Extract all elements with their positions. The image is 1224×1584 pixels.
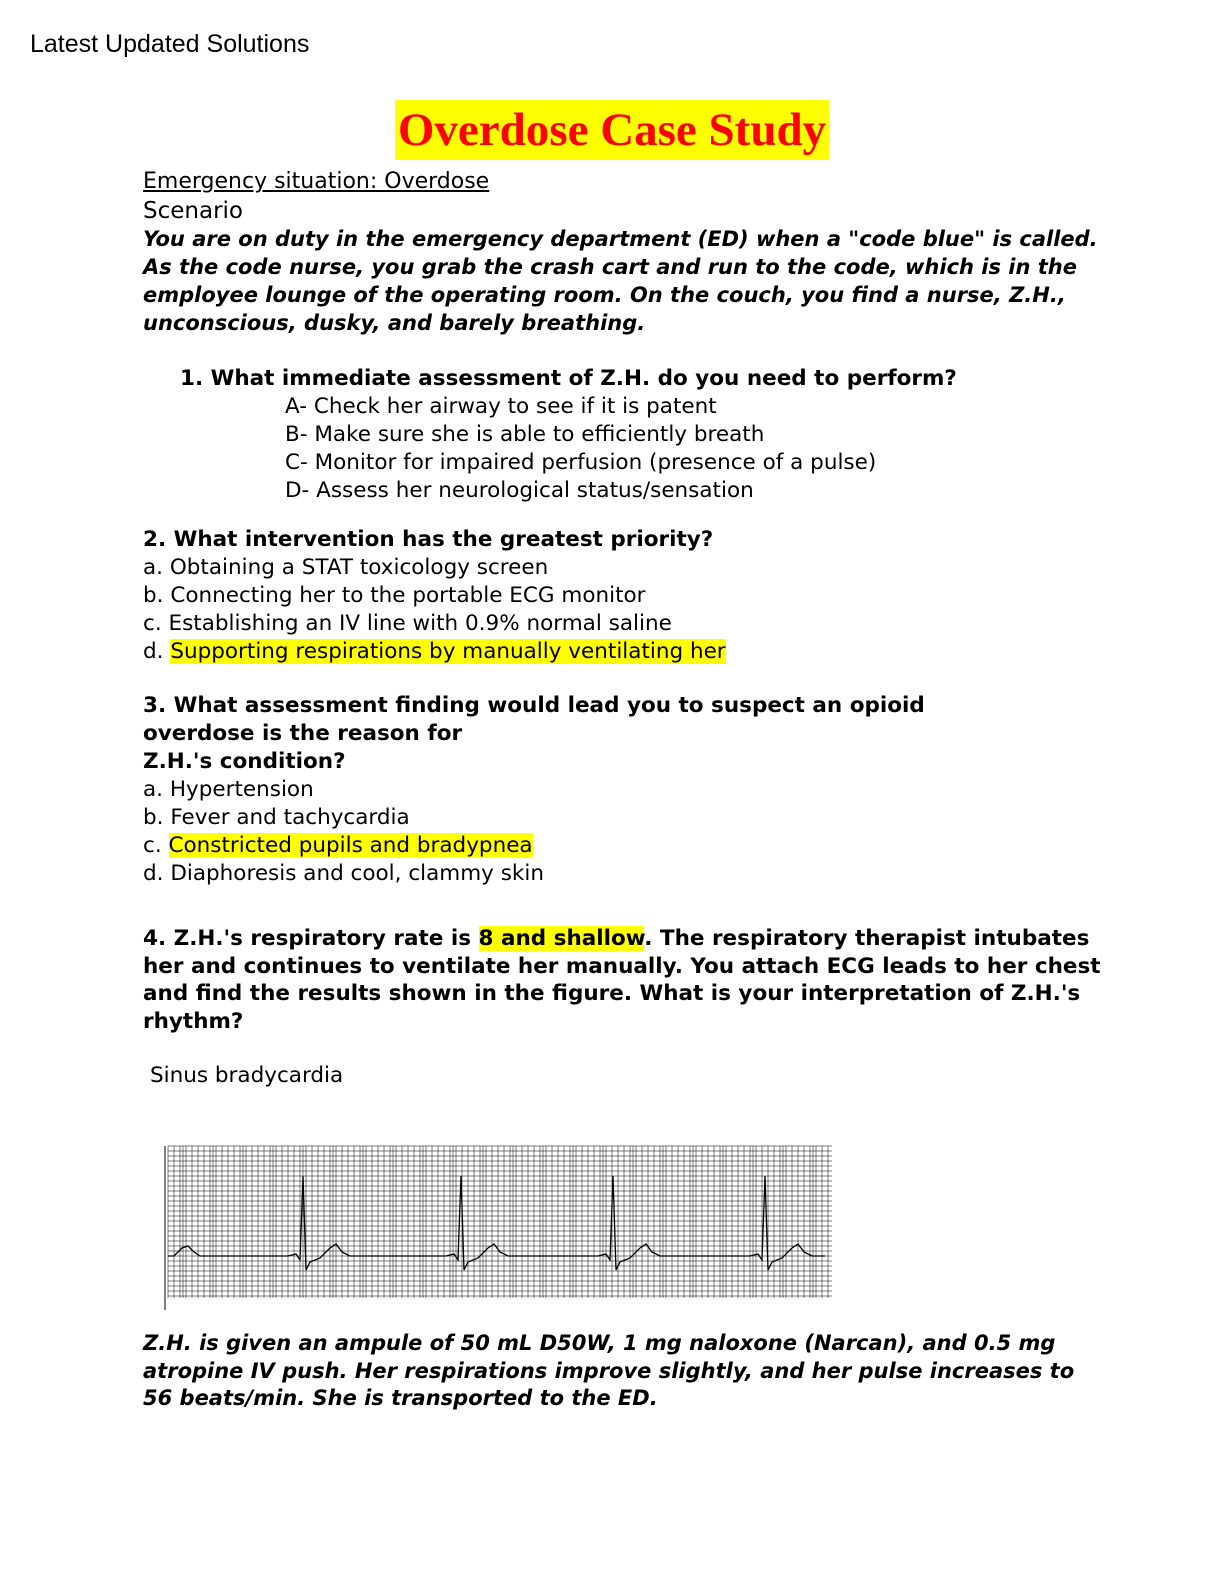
q2-option-b: b. Connecting her to the portable ECG mo… bbox=[143, 582, 1103, 610]
option-text: Obtaining a STAT toxicology screen bbox=[169, 555, 549, 580]
section-heading: Emergency situation: Overdose bbox=[143, 169, 490, 194]
option-text: Diaphoresis and cool, clammy skin bbox=[170, 861, 544, 886]
q1-option-b: B- Make sure she is able to efficiently … bbox=[285, 422, 765, 447]
question-4-answer: Sinus bradycardia bbox=[150, 1063, 344, 1088]
option-letter: b. bbox=[143, 583, 164, 608]
question-4-rest: . The respiratory therapist intubates he… bbox=[143, 926, 1101, 1034]
question-3-line-2: overdose is the reason for bbox=[143, 721, 463, 746]
q2-option-d: d. Supporting respirations by manually v… bbox=[143, 638, 1103, 666]
option-letter: d. bbox=[143, 861, 164, 886]
scenario-text: You are on duty in the emergency departm… bbox=[143, 227, 1098, 335]
q3-option-a: a. Hypertension bbox=[143, 776, 1103, 804]
question-4-start: 4. Z.H.'s respiratory rate is bbox=[143, 926, 479, 951]
option-text: Establishing an IV line with 0.9% normal… bbox=[168, 611, 672, 636]
option-text: Fever and tachycardia bbox=[170, 805, 410, 830]
highlighted-answer: Constricted pupils and bradypnea bbox=[168, 833, 533, 858]
document-title: Overdose Case Study bbox=[394, 100, 830, 160]
q3-option-c: c. Constricted pupils and bradypnea bbox=[143, 832, 1103, 860]
question-3-options: a. Hypertension b. Fever and tachycardia… bbox=[143, 776, 1103, 888]
page-header: Latest Updated Solutions bbox=[30, 30, 310, 58]
option-text: Hypertension bbox=[169, 777, 314, 802]
ecg-trace bbox=[168, 1175, 825, 1271]
scenario-heading: Scenario bbox=[143, 198, 243, 224]
option-letter: b. bbox=[143, 805, 164, 830]
question-2-options: a. Obtaining a STAT toxicology screen b.… bbox=[143, 554, 1103, 666]
q1-option-d: D- Assess her neurological status/sensat… bbox=[285, 478, 754, 503]
option-letter: a. bbox=[143, 555, 164, 580]
option-letter: d. bbox=[143, 639, 164, 664]
document-body: Emergency situation: Overdose Scenario Y… bbox=[143, 167, 1103, 1090]
ecg-grid-lines bbox=[167, 1145, 832, 1298]
question-2: 2. What intervention has the greatest pr… bbox=[143, 527, 714, 552]
question-3: 3. What assessment finding would lead yo… bbox=[143, 692, 1103, 776]
question-4: 4. Z.H.'s respiratory rate is 8 and shal… bbox=[143, 925, 1103, 1035]
question-1-options: A- Check her airway to see if it is pate… bbox=[143, 393, 1103, 505]
option-letter: c. bbox=[143, 611, 162, 636]
option-letter: c. bbox=[143, 833, 162, 858]
closing-text: Z.H. is given an ampule of 50 mL D50W, 1… bbox=[143, 1331, 1075, 1410]
option-text: Connecting her to the portable ECG monit… bbox=[170, 583, 646, 608]
q2-option-a: a. Obtaining a STAT toxicology screen bbox=[143, 554, 1103, 582]
ecg-grid bbox=[164, 1145, 832, 1310]
question-1: 1. What immediate assessment of Z.H. do … bbox=[180, 366, 957, 391]
option-letter: a. bbox=[143, 777, 164, 802]
highlighted-answer: 8 and shallow bbox=[478, 926, 645, 951]
q1-option-a: A- Check her airway to see if it is pate… bbox=[285, 394, 717, 419]
question-3-line-1: 3. What assessment finding would lead yo… bbox=[143, 693, 925, 718]
q3-option-d: d. Diaphoresis and cool, clammy skin bbox=[143, 860, 1103, 888]
question-3-line-3: Z.H.'s condition? bbox=[143, 749, 346, 774]
highlighted-answer: Supporting respirations by manually vent… bbox=[170, 639, 726, 664]
q2-option-c: c. Establishing an IV line with 0.9% nor… bbox=[143, 610, 1103, 638]
ecg-strip-image bbox=[164, 1145, 832, 1310]
q1-option-c: C- Monitor for impaired perfusion (prese… bbox=[285, 450, 877, 475]
q3-option-b: b. Fever and tachycardia bbox=[143, 804, 1103, 832]
title-container: Overdose Case Study bbox=[0, 100, 1224, 160]
